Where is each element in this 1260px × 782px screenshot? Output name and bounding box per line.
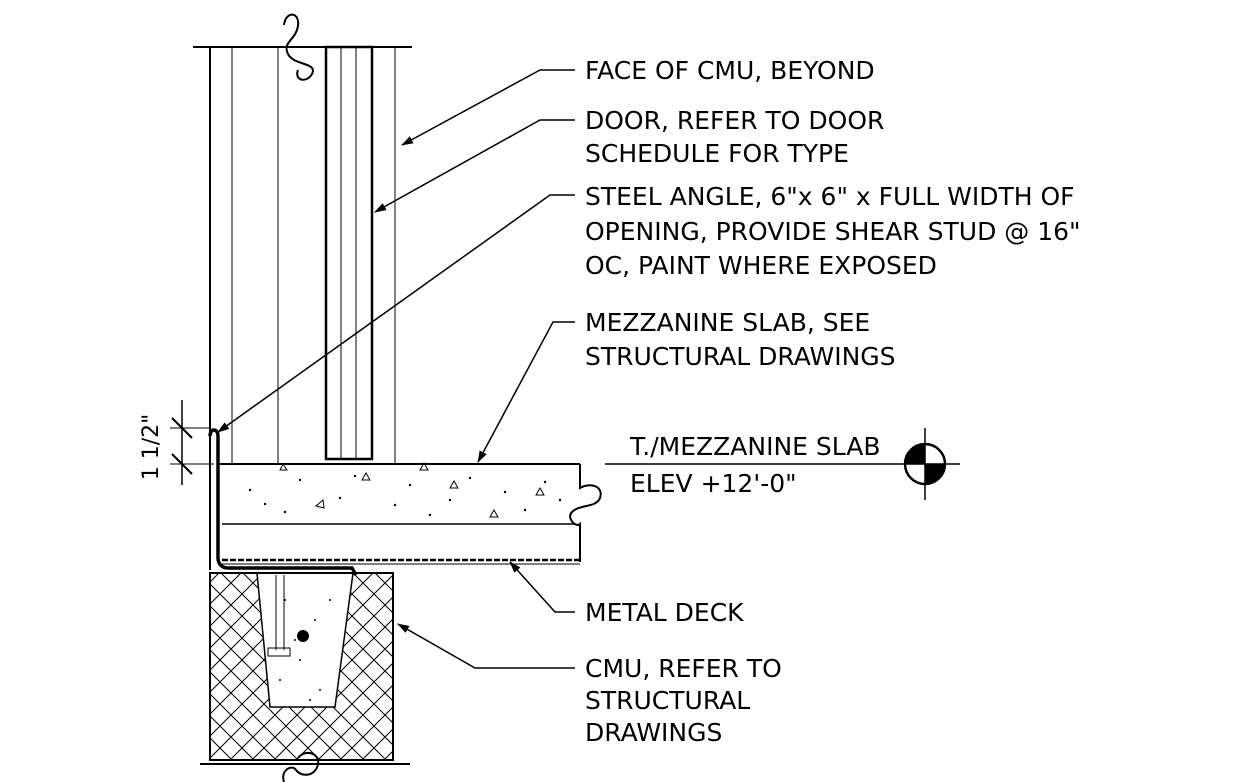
metal-deck bbox=[222, 558, 580, 565]
svg-text:CMU, REFER TO: CMU, REFER TO bbox=[585, 654, 782, 683]
svg-text:DRAWINGS: DRAWINGS bbox=[585, 718, 722, 747]
cmu-block bbox=[200, 572, 410, 765]
note-door: DOOR, REFER TO DOOR SCHEDULE FOR TYPE bbox=[585, 106, 884, 168]
svg-text:SCHEDULE FOR TYPE: SCHEDULE FOR TYPE bbox=[585, 139, 849, 168]
cmu-wall-beyond bbox=[193, 46, 412, 570]
elevation-value: ELEV +12'-0" bbox=[630, 469, 797, 498]
svg-text:STEEL ANGLE, 6"x 6" x FULL WID: STEEL ANGLE, 6"x 6" x FULL WIDTH OF bbox=[585, 182, 1075, 211]
svg-text:OPENING, PROVIDE SHEAR STUD @: OPENING, PROVIDE SHEAR STUD @ 16" bbox=[585, 217, 1081, 246]
steel-angle bbox=[208, 428, 358, 576]
elevation-marker bbox=[605, 428, 960, 500]
elevation-target-icon bbox=[905, 444, 925, 464]
elevation-label: T./MEZZANINE SLAB bbox=[629, 432, 881, 461]
mezzanine-slab bbox=[218, 461, 602, 562]
break-line-top bbox=[283, 13, 314, 81]
note-face-of-cmu: FACE OF CMU, BEYOND bbox=[585, 56, 875, 85]
leaders bbox=[217, 69, 575, 669]
note-metal-deck: METAL DECK bbox=[585, 598, 744, 627]
break-line-bottom bbox=[282, 751, 320, 782]
note-steel-angle: STEEL ANGLE, 6"x 6" x FULL WIDTH OF OPEN… bbox=[585, 182, 1081, 280]
svg-text:DOOR, REFER TO DOOR: DOOR, REFER TO DOOR bbox=[585, 106, 884, 135]
svg-text:OC, PAINT WHERE EXPOSED: OC, PAINT WHERE EXPOSED bbox=[585, 251, 937, 280]
svg-text:STRUCTURAL DRAWINGS: STRUCTURAL DRAWINGS bbox=[585, 342, 896, 371]
svg-text:FACE OF CMU, BEYOND: FACE OF CMU, BEYOND bbox=[585, 56, 875, 85]
door bbox=[324, 45, 374, 461]
svg-text:METAL DECK: METAL DECK bbox=[585, 598, 744, 627]
dimension-label: 1 1/2" bbox=[139, 414, 164, 481]
svg-text:STRUCTURAL: STRUCTURAL bbox=[585, 686, 750, 715]
svg-text:MEZZANINE SLAB, SEE: MEZZANINE SLAB, SEE bbox=[585, 308, 870, 337]
dimension bbox=[170, 400, 214, 485]
note-mezzanine-slab: MEZZANINE SLAB, SEE STRUCTURAL DRAWINGS bbox=[585, 308, 896, 371]
note-cmu: CMU, REFER TO STRUCTURAL DRAWINGS bbox=[585, 654, 782, 747]
